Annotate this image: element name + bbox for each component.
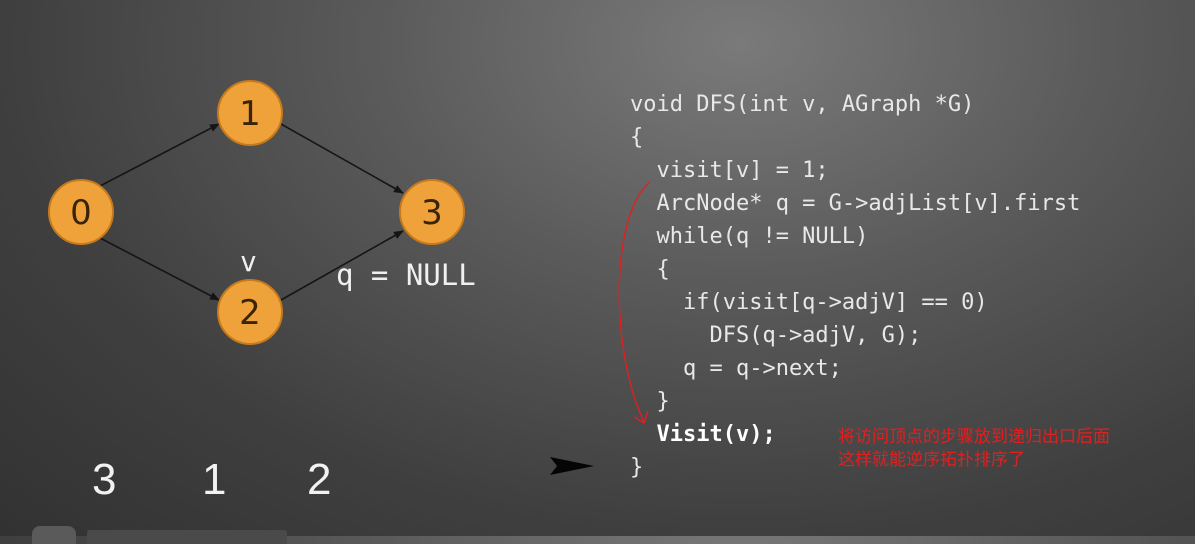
output-order-item: 2 xyxy=(307,455,332,504)
annotation-line-2: 这样就能逆序拓扑排序了 xyxy=(838,450,1025,470)
node-2: 2 xyxy=(217,279,283,345)
pointer-state-label: q = NULL xyxy=(336,258,476,292)
red-curved-arrow-icon xyxy=(618,181,651,425)
output-order-item: 1 xyxy=(202,455,227,504)
code-line: } xyxy=(630,389,670,414)
edge-0-1 xyxy=(99,123,220,187)
code-line: while(q != NULL) xyxy=(630,224,869,249)
code-line: ArcNode* q = G->adjList[v].first xyxy=(630,191,1081,216)
red-annotation: 将访问顶点的步骤放到递归出口后面 这样就能逆序拓扑排序了 xyxy=(838,426,1110,472)
code-line: visit[v] = 1; xyxy=(630,158,829,183)
node-0: 0 xyxy=(48,179,114,245)
watermark-logo xyxy=(32,526,287,544)
node-3-label: 3 xyxy=(421,193,443,233)
play-arrow-icon xyxy=(550,457,594,475)
code-line: q = q->next; xyxy=(630,356,842,381)
node-3: 3 xyxy=(399,179,465,245)
code-line-visit-call: Visit(v); xyxy=(630,422,776,447)
output-order: 3 1 2 xyxy=(0,455,400,505)
node-1: 1 xyxy=(217,80,283,146)
code-line: if(visit[q->adjV] == 0) xyxy=(630,290,988,315)
node-1-label: 1 xyxy=(239,94,261,134)
code-line: void DFS(int v, AGraph *G) xyxy=(630,92,975,117)
node-0-label: 0 xyxy=(70,193,92,233)
edge-2-3 xyxy=(280,230,404,301)
code-line: { xyxy=(630,257,670,282)
code-line: } xyxy=(630,455,644,480)
node-2-label: 2 xyxy=(239,293,261,333)
code-block: void DFS(int v, AGraph *G) { visit[v] = … xyxy=(630,88,1080,484)
annotation-line-1: 将访问顶点的步骤放到递归出口后面 xyxy=(838,427,1110,447)
edge-0-2 xyxy=(99,237,220,301)
current-vertex-label: v xyxy=(240,245,257,278)
code-line: DFS(q->adjV, G); xyxy=(630,323,922,348)
dag-graph: 0 1 2 3 xyxy=(48,80,465,345)
output-order-item: 3 xyxy=(92,455,117,504)
edge-1-3 xyxy=(280,123,404,194)
code-line: { xyxy=(630,125,644,150)
